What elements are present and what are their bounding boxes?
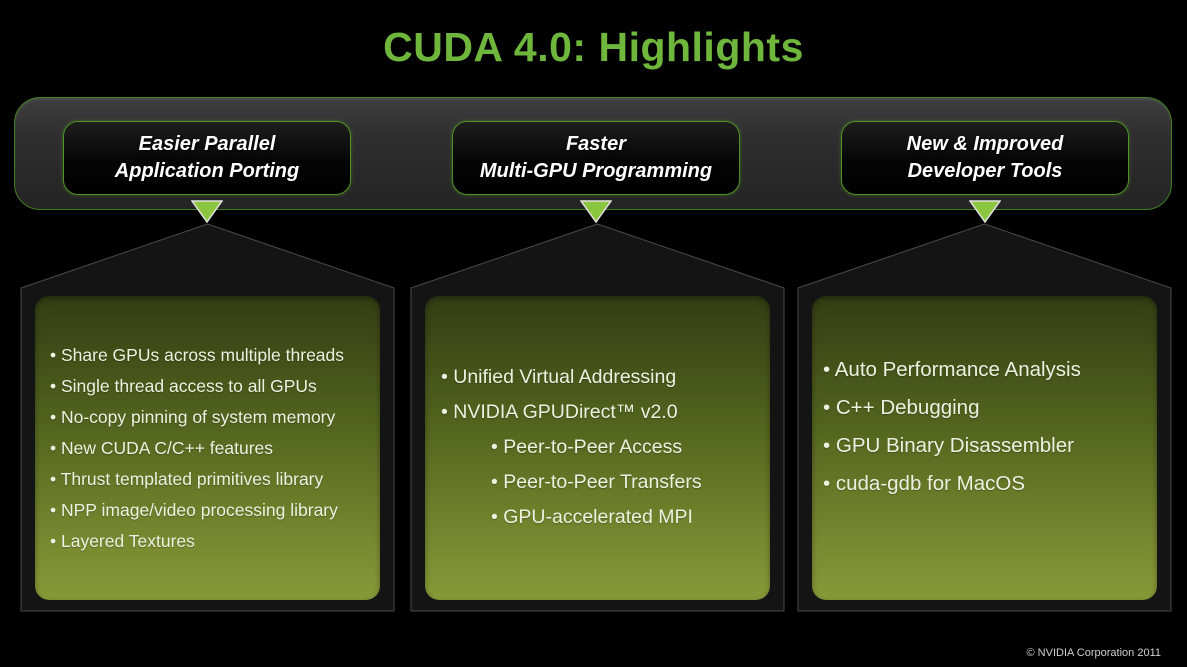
bullet-item: • Single thread access to all GPUs <box>50 376 317 396</box>
bullet-item: • Auto Performance Analysis <box>823 358 1081 381</box>
bullet-item: • Unified Virtual Addressing <box>441 366 677 388</box>
down-arrow-icon <box>969 200 1001 223</box>
bullet-item: • cuda-gdb for MacOS <box>823 472 1026 495</box>
bullet-item: • NVIDIA GPUDirect™ v2.0 <box>441 401 678 423</box>
slide-title: CUDA 4.0: Highlights <box>383 24 804 70</box>
pillar-header-developer-tools: New & Improved Developer Tools <box>841 121 1129 195</box>
pillar-header-label: New & Improved Developer Tools <box>906 133 1064 182</box>
bullet-list: • Unified Virtual Addressing • NVIDIA GPU… <box>425 296 770 535</box>
down-arrow-icon <box>191 200 223 223</box>
bullet-item: • GPU Binary Disassembler <box>823 434 1074 457</box>
bullet-item: • Peer-to-Peer Transfers <box>491 471 702 493</box>
bullet-item: • No-copy pinning of system memory <box>50 407 336 427</box>
bullet-item: • GPU-accelerated MPI <box>491 506 693 528</box>
content-panel-developer-tools: • Auto Performance Analysis • C++ Debuggi… <box>797 223 1172 612</box>
bullet-item: • Share GPUs across multiple threads <box>50 345 345 365</box>
feature-box: • Share GPUs across multiple threads • Si… <box>35 296 380 600</box>
down-arrow-icon <box>580 200 612 223</box>
bullet-list: • Share GPUs across multiple threads • Si… <box>35 296 380 557</box>
bullet-item: • C++ Debugging <box>823 396 980 419</box>
content-panel-multi-gpu: • Unified Virtual Addressing • NVIDIA GPU… <box>410 223 785 612</box>
bullet-item: • Thrust templated primitives library <box>50 469 324 489</box>
bullet-list: • Auto Performance Analysis • C++ Debuggi… <box>812 296 1157 503</box>
pillar-header-easier-porting: Easier Parallel Application Porting <box>63 121 351 195</box>
bullet-item: • Layered Textures <box>50 531 195 551</box>
pillar-header-label: Faster Multi-GPU Programming <box>479 133 713 182</box>
feature-box: • Unified Virtual Addressing • NVIDIA GPU… <box>425 296 770 600</box>
footer-copyright: © NVIDIA Corporation 2011 <box>1026 647 1161 659</box>
pillar-header-label: Easier Parallel Application Porting <box>114 133 300 182</box>
bullet-item: • NPP image/video processing library <box>50 500 338 520</box>
content-panel-easier-porting: • Share GPUs across multiple threads • Si… <box>20 223 395 612</box>
pillar-header-multi-gpu: Faster Multi-GPU Programming <box>452 121 740 195</box>
bullet-item: • New CUDA C/C++ features <box>50 438 274 458</box>
bullet-item: • Peer-to-Peer Access <box>491 436 683 458</box>
feature-box: • Auto Performance Analysis • C++ Debuggi… <box>812 296 1157 600</box>
